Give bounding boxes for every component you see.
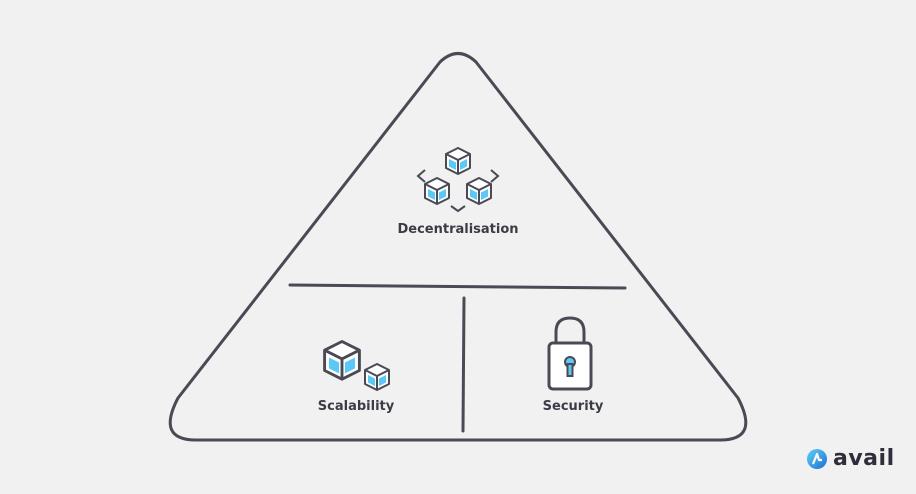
horizontal-divider [288, 283, 627, 290]
pyramid-outline [168, 52, 748, 442]
avail-logo-icon [807, 448, 827, 469]
padlock-icon [547, 316, 593, 391]
scalability-label: Scalability [317, 399, 395, 414]
decentralisation-label: Decentralisation [397, 222, 519, 237]
brand-name: avail [833, 446, 895, 471]
avail-logo: avail [806, 446, 895, 471]
security-label: Security [542, 399, 604, 414]
network-cubes-icon [416, 147, 500, 213]
vertical-divider [461, 296, 466, 433]
scaling-cubes-icon [323, 340, 390, 391]
